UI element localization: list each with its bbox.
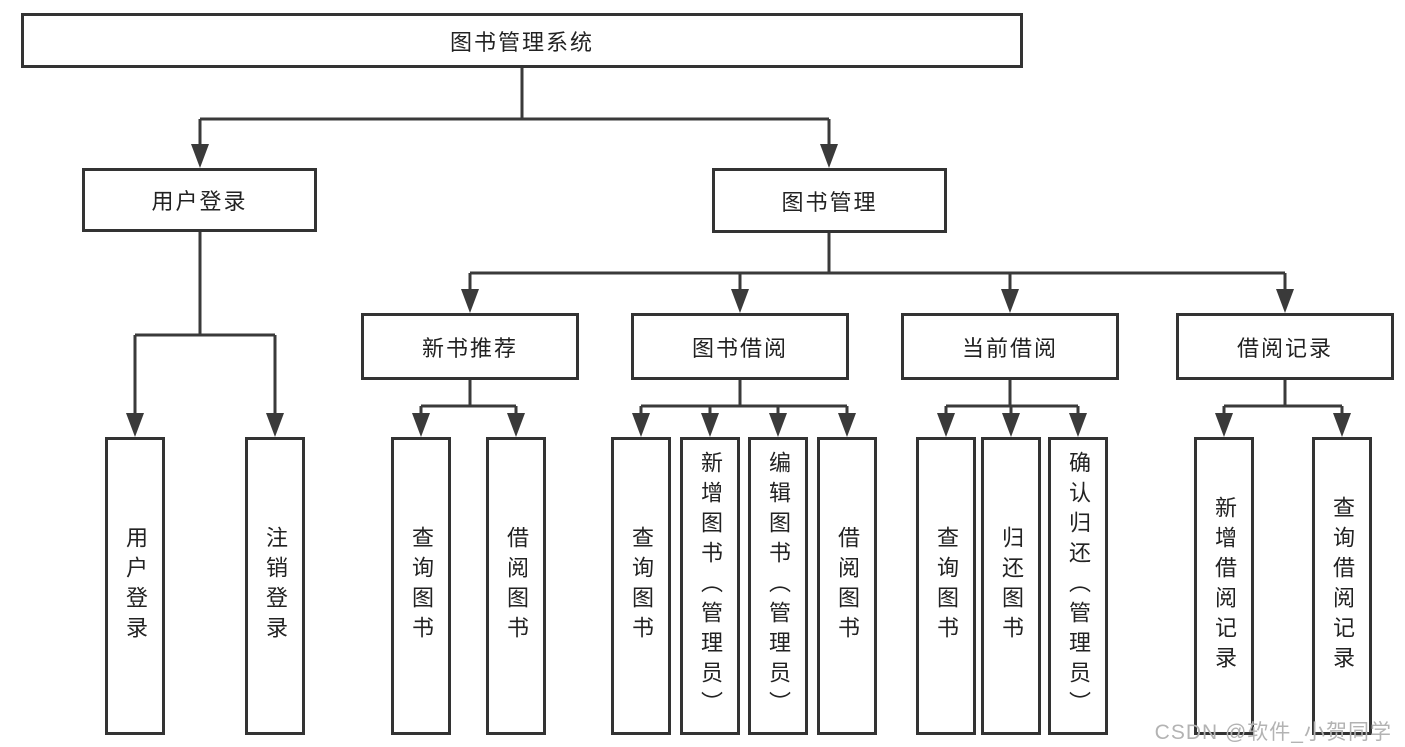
node-label: 图书管理系统 — [449, 29, 594, 55]
node-leaf-confirm-return-admin: 确认归还（管理员） — [1048, 437, 1108, 735]
arrow-to-cb-return — [1002, 413, 1020, 437]
connector-book-mgmt-branch — [468, 233, 1287, 291]
node-leaf-add-books-admin: 新增图书（管理员） — [680, 437, 740, 735]
node-leaf-add-borrow-record: 新增借阅记录 — [1194, 437, 1254, 735]
arrow-to-bb-add — [701, 413, 719, 437]
connector-book-borrow-branch — [639, 380, 849, 417]
node-label: 图书管理 — [781, 189, 878, 215]
node-leaf-edit-books-admin: 编辑图书（管理员） — [748, 437, 808, 735]
node-library-management-system: 图书管理系统 — [21, 13, 1023, 68]
arrow-to-current-borrow — [1001, 289, 1019, 313]
node-leaf-query-books: 查询图书 — [391, 437, 451, 735]
node-label: 查询图书 — [629, 526, 654, 646]
connector-current-borrow-branch — [944, 380, 1080, 417]
node-label: 图书借阅 — [691, 335, 788, 361]
node-leaf-query-books: 查询图书 — [611, 437, 671, 735]
node-label: 新增借阅记录 — [1212, 496, 1237, 676]
arrow-to-bb-edit — [769, 413, 787, 437]
arrow-to-new-book-rec — [461, 289, 479, 313]
node-label: 查询图书 — [409, 526, 434, 646]
arrow-to-borrow-records — [1276, 289, 1294, 313]
node-label: 编辑图书（管理员） — [766, 451, 791, 721]
node-label: 用户登录 — [151, 189, 248, 214]
node-leaf-borrow-books: 借阅图书 — [486, 437, 546, 735]
arrow-to-ul-login — [126, 413, 144, 437]
arrow-to-ul-logout — [266, 413, 284, 437]
node-label: 借阅图书 — [504, 526, 529, 646]
node-label: 借阅图书 — [835, 526, 860, 646]
node-leaf-query-books: 查询图书 — [916, 437, 976, 735]
node-book-borrowing: 图书借阅 — [631, 313, 849, 380]
node-label: 查询借阅记录 — [1330, 496, 1355, 676]
node-leaf-borrow-books: 借阅图书 — [817, 437, 877, 735]
connector-user-login-branch — [133, 232, 277, 415]
arrow-to-cb-query — [937, 413, 955, 437]
arrow-to-bb-borrow — [838, 413, 856, 437]
node-new-book-recommendation: 新书推荐 — [361, 313, 579, 380]
node-label: 确认归还（管理员） — [1066, 451, 1091, 721]
node-label: 新增图书（管理员） — [698, 451, 723, 721]
node-label: 用户登录 — [123, 526, 148, 646]
node-borrowing-records: 借阅记录 — [1176, 313, 1394, 380]
arrow-to-user-login — [191, 144, 209, 168]
node-user-login-module: 用户登录 — [82, 168, 317, 232]
arrowheads — [126, 144, 1351, 437]
connector-root-branch — [198, 68, 831, 150]
node-label: 查询图书 — [934, 526, 959, 646]
node-label: 借阅记录 — [1236, 335, 1333, 361]
arrow-to-book-borrow — [731, 289, 749, 313]
node-leaf-return-books: 归还图书 — [981, 437, 1041, 735]
node-label: 归还图书 — [999, 526, 1024, 646]
node-leaf-user-login: 用户登录 — [105, 437, 165, 735]
arrow-to-cb-confirm — [1069, 413, 1087, 437]
node-book-management-module: 图书管理 — [712, 168, 947, 233]
arrow-to-bb-query — [632, 413, 650, 437]
arrow-to-nb-borrow — [507, 413, 525, 437]
arrow-to-br-add — [1215, 413, 1233, 437]
arrow-to-br-query — [1333, 413, 1351, 437]
arrow-to-nb-query — [412, 413, 430, 437]
connector-new-book-rec-branch — [419, 380, 518, 417]
node-label: 注销登录 — [263, 526, 288, 646]
arrow-to-book-mgmt — [820, 144, 838, 168]
node-label: 新书推荐 — [421, 335, 518, 361]
connector-borrow-records-branch — [1222, 380, 1344, 417]
node-current-borrowing: 当前借阅 — [901, 313, 1119, 380]
node-label: 当前借阅 — [961, 335, 1058, 361]
node-leaf-logout: 注销登录 — [245, 437, 305, 735]
node-leaf-query-borrow-record: 查询借阅记录 — [1312, 437, 1372, 735]
